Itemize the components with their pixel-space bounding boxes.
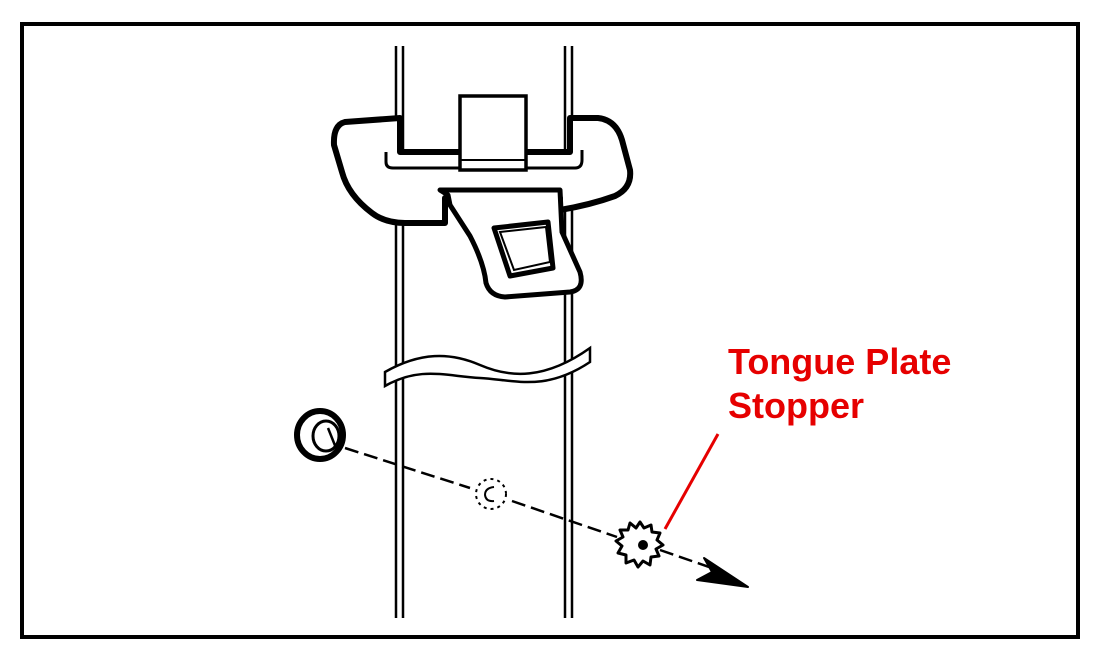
callout-label-line2: Stopper	[728, 385, 865, 426]
callout-label-line1: Tongue Plate	[728, 341, 952, 382]
callout-leader-line	[663, 433, 720, 530]
ghost-stopper	[475, 478, 507, 510]
tongue-plate-stopper	[614, 520, 665, 569]
direction-arrow-icon	[696, 557, 749, 588]
assembly-line	[344, 446, 713, 570]
diagram-border	[20, 22, 1080, 639]
break-mark	[383, 345, 592, 389]
callout-label: Tongue Plate Stopper	[728, 340, 951, 428]
stopper-cap	[294, 408, 346, 462]
tongue-plate	[330, 94, 634, 300]
